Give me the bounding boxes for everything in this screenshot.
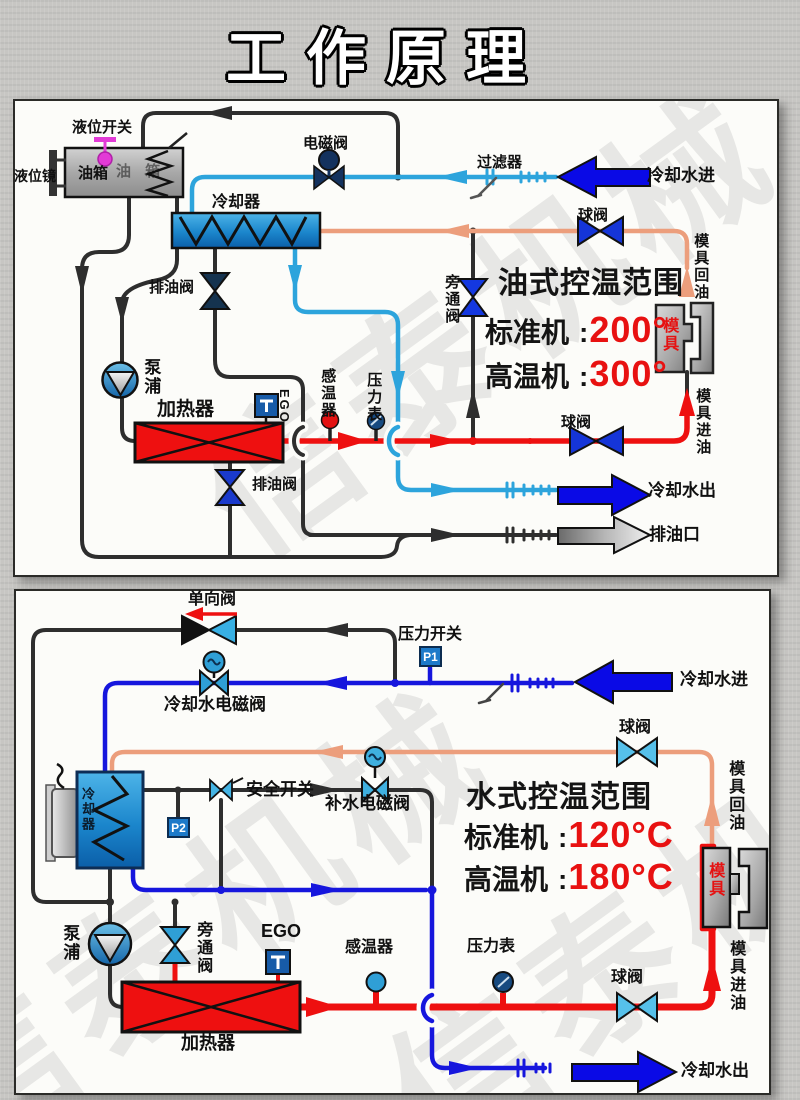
watermark-text: 信泰机械 (357, 660, 771, 1095)
watermark-text: 信泰机械 (171, 99, 779, 577)
water-diagram-panel: 信泰机械 信泰机械 (14, 589, 771, 1095)
oil-diagram-panel: 信泰机械 (13, 99, 779, 577)
page-title: 工作原理 (226, 24, 546, 94)
watermark-text: 信泰机械 (14, 660, 524, 1095)
